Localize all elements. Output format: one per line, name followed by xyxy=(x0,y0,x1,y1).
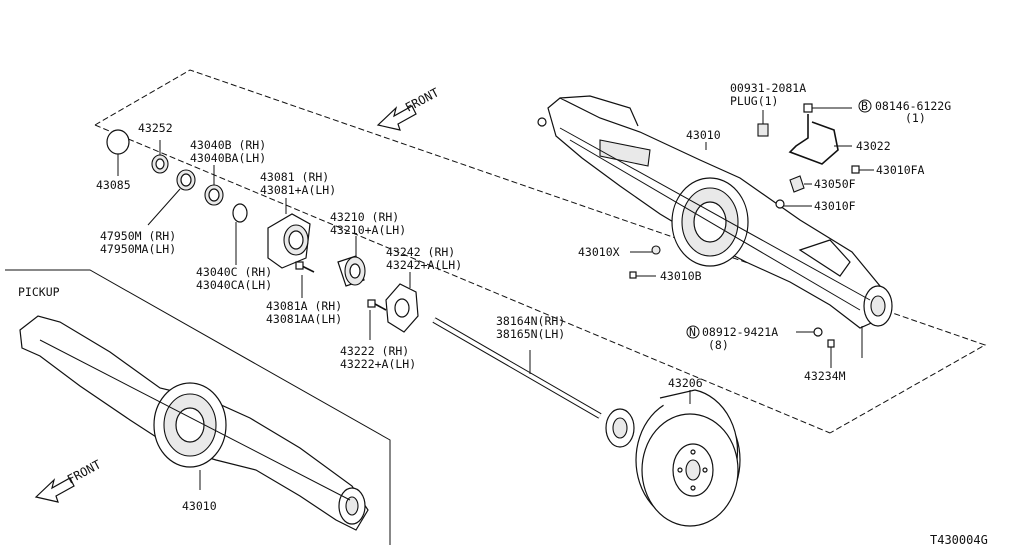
brake-drum-43206 xyxy=(635,389,741,527)
label-43081b: 43081A (RH) xyxy=(266,299,342,313)
n-marker xyxy=(686,325,700,339)
label-43040c: 43040C (RH) xyxy=(196,265,272,279)
fitting-43050f xyxy=(789,175,805,193)
n-marker-label: N xyxy=(689,325,696,339)
label-43234m: 43234M xyxy=(804,369,846,383)
label-43206: 43206 xyxy=(668,376,703,390)
label-38165n: 38165N(LH) xyxy=(496,327,565,341)
label-08146-qty: (1) xyxy=(905,111,926,125)
label-08146: 08146-6122G xyxy=(875,99,951,113)
fitting-43010f xyxy=(775,199,785,209)
label-38164n: 38164N(RH) xyxy=(496,314,565,328)
breather-43022 xyxy=(788,103,852,165)
dashed-group-outline xyxy=(94,69,987,434)
label-43242: 43242 (RH) xyxy=(386,245,455,259)
label-43010fa: 43010FA xyxy=(876,163,925,177)
front-arrow-bottom-icon xyxy=(34,477,75,503)
nut-08912 xyxy=(813,327,823,337)
bolt-43222 xyxy=(367,299,387,340)
label-43081: 43081 (RH) xyxy=(260,170,329,184)
label-43022: 43022 xyxy=(856,139,891,153)
pickup-label: PICKUP xyxy=(18,285,60,299)
label-43252: 43252 xyxy=(138,121,173,135)
front-label-bottom: FRONT xyxy=(65,457,103,486)
label-08912: 08912-9421A xyxy=(702,325,778,339)
label-43010b: 43010B xyxy=(660,269,702,283)
diagram-code: T430004G xyxy=(930,533,988,547)
label-43085: 43085 xyxy=(96,178,131,192)
label-43040ca: 43040CA(LH) xyxy=(196,278,272,292)
label-43010f: 43010F xyxy=(814,199,856,213)
plate-43242 xyxy=(385,272,419,333)
label-43222: 43222 (RH) xyxy=(340,344,409,358)
pickup-outline xyxy=(5,269,391,545)
label-43050f: 43050F xyxy=(814,177,856,191)
label-43040ba: 43040BA(LH) xyxy=(190,151,266,165)
snap-ring-43040c xyxy=(232,203,248,223)
axle-shaft-38164n xyxy=(432,317,635,448)
label-43040b: 43040B (RH) xyxy=(190,138,266,152)
b-marker-label: B xyxy=(861,99,868,113)
label-43081a: 43081+A(LH) xyxy=(260,183,336,197)
axle-housing-43010-bottom xyxy=(19,315,369,531)
label-00931: 00931-2081A xyxy=(730,81,806,95)
label-43222a: 43222+A(LH) xyxy=(340,357,416,371)
dashed-group-outline-lower xyxy=(94,124,831,434)
label-43010x: 43010X xyxy=(578,245,620,259)
front-label-top: FRONT xyxy=(403,85,441,114)
label-43210a: 43210+A(LH) xyxy=(330,223,406,237)
label-plug: PLUG(1) xyxy=(730,94,778,108)
label-47950ma: 47950MA(LH) xyxy=(100,242,176,256)
bolt-43081a xyxy=(295,261,315,298)
o-ring-43085 xyxy=(106,129,130,155)
bolt-43234m xyxy=(827,339,835,348)
fitting-43010fa xyxy=(851,165,860,174)
label-43010-top: 43010 xyxy=(686,128,721,142)
label-43242a: 43242+A(LH) xyxy=(386,258,462,272)
fitting-43010x xyxy=(651,245,661,255)
bearing-housing-43081 xyxy=(267,198,311,269)
front-arrow-top-icon xyxy=(376,105,417,131)
b-marker xyxy=(858,99,872,113)
label-43010-bottom: 43010 xyxy=(182,499,217,513)
bolt-43010b xyxy=(629,271,637,279)
label-43210: 43210 (RH) xyxy=(330,210,399,224)
plug-00931 xyxy=(757,123,769,137)
label-08912-qty: (8) xyxy=(708,338,729,352)
label-47950m: 47950M (RH) xyxy=(100,229,176,243)
label-43081ba: 43081AA(LH) xyxy=(266,312,342,326)
bearing-43210 xyxy=(337,236,366,287)
axle-housing-43010-top xyxy=(537,95,893,329)
